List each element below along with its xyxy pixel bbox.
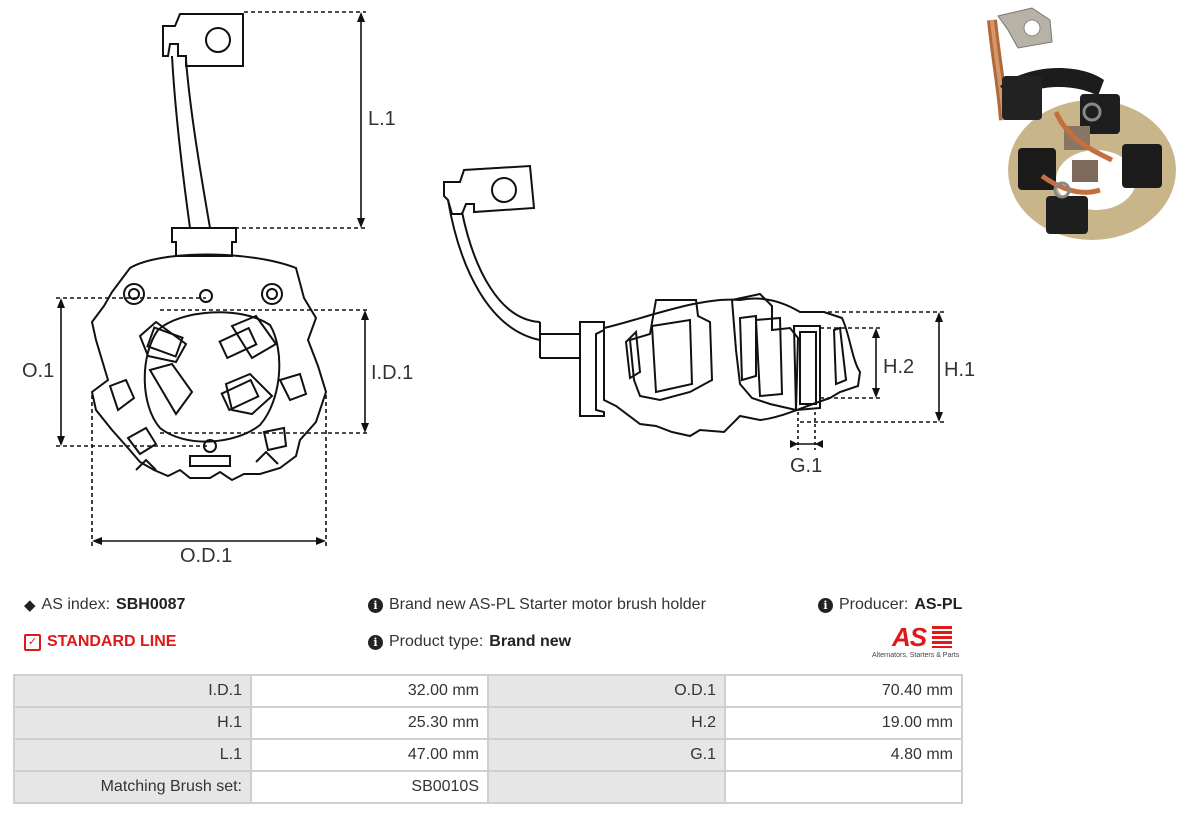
technical-drawing	[56, 11, 944, 546]
spec-label	[487, 770, 726, 804]
standard-line-row: ✓ STANDARD LINE	[24, 633, 176, 651]
dim-label-h2: H.2	[883, 356, 915, 378]
as-index-label: AS index:	[41, 596, 111, 613]
dim-label-g1: G.1	[790, 455, 823, 477]
standard-line-label: STANDARD LINE	[47, 633, 177, 650]
spec-value: 25.30 mm	[250, 706, 489, 740]
info-circle-icon: i	[818, 597, 833, 613]
description-text: Brand new AS-PL Starter motor brush hold…	[389, 596, 706, 613]
spec-label: Matching Brush set:	[13, 770, 252, 804]
spec-label: H.1	[13, 706, 252, 740]
table-row: L.1 47.00 mm G.1 4.80 mm	[13, 738, 963, 772]
producer-value: AS-PL	[914, 596, 963, 613]
product-type-row: i Product type: Brand new	[368, 633, 571, 651]
producer-label: Producer:	[839, 596, 909, 613]
as-index-row: ◆ AS index: SBH0087	[24, 596, 185, 614]
spec-label: L.1	[13, 738, 252, 772]
tags-icon: ◆	[24, 597, 36, 614]
spec-label: G.1	[487, 738, 726, 772]
producer-row: i Producer: AS-PL	[818, 596, 962, 614]
dim-label-od1: O.D.1	[180, 545, 233, 567]
as-pl-logo: AS Alternators, Starters & Parts	[870, 622, 966, 664]
table-row: Matching Brush set: SB0010S	[13, 770, 963, 804]
product-photo	[987, 7, 1176, 240]
spec-value: 4.80 mm	[724, 738, 963, 772]
product-type-value: Brand new	[489, 633, 572, 650]
logo-tagline: Alternators, Starters & Parts	[872, 652, 960, 659]
spec-label: O.D.1	[487, 674, 726, 708]
dim-label-l1: L.1	[368, 108, 396, 130]
logo-stripes-icon	[932, 626, 952, 648]
dim-label-h1: H.1	[944, 359, 976, 381]
spec-label: H.2	[487, 706, 726, 740]
spec-value	[724, 770, 963, 804]
spec-table: I.D.1 32.00 mm O.D.1 70.40 mm H.1 25.30 …	[13, 674, 963, 804]
spec-value: 19.00 mm	[724, 706, 963, 740]
product-type-label: Product type:	[389, 633, 484, 650]
table-row: I.D.1 32.00 mm O.D.1 70.40 mm	[13, 674, 963, 708]
spec-value: 47.00 mm	[250, 738, 489, 772]
check-square-icon: ✓	[24, 633, 41, 651]
spec-label: I.D.1	[13, 674, 252, 708]
dim-label-id1: I.D.1	[371, 362, 414, 384]
info-circle-icon: i	[368, 634, 383, 650]
info-circle-icon: i	[368, 597, 383, 613]
spec-value: 32.00 mm	[250, 674, 489, 708]
dim-label-o1: O.1	[22, 360, 55, 382]
description-row: i Brand new AS-PL Starter motor brush ho…	[368, 596, 706, 614]
as-index-value: SBH0087	[116, 596, 186, 613]
table-row: H.1 25.30 mm H.2 19.00 mm	[13, 706, 963, 740]
spec-value: 70.40 mm	[724, 674, 963, 708]
logo-mark: AS	[892, 622, 927, 652]
spec-value: SB0010S	[250, 770, 489, 804]
